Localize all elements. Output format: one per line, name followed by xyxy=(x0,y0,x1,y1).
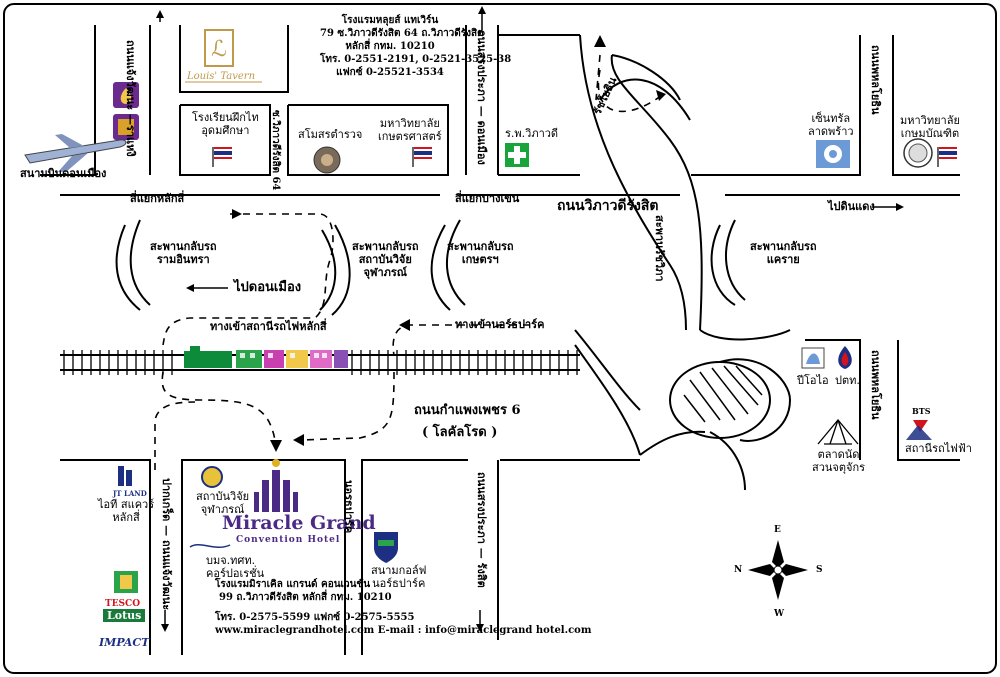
chulabhorn-bridge-label: สะพานกลับรถ สถาบันวิจัย จุฬาภรณ์ xyxy=(352,240,419,279)
chaeng-watthana-top-label: ถนนแจ้งวัฒนะ —ราแหงิ xyxy=(124,40,137,157)
compass-south-label: S xyxy=(816,565,823,575)
hotel-header-phone: โทร. 0-2551-2191, 0-2521-3525-38 xyxy=(320,54,512,65)
police-club-label: สโมสรตำรวจ xyxy=(298,128,363,141)
louis-tavern-address: โรงแรมหลุยส์ แทเวิร์น 79 ซ.วิภาวดีรังสิต… xyxy=(320,14,512,79)
highway-lines xyxy=(574,34,791,491)
jt-land-logo-text: JT LAND xyxy=(113,489,147,498)
chatuchak-label: ตลาดนัด สวนจตุจักร xyxy=(812,448,866,474)
khlong-krai-bridge-label: สะพานกลับรถ แคราย xyxy=(750,240,817,266)
hospital-cross-icon xyxy=(505,143,529,167)
thai-flag-icon xyxy=(937,147,957,167)
phahonyothin-top-label: ถนนพหลโยธิน xyxy=(869,45,882,115)
uturn-bridges xyxy=(115,219,746,316)
laksi-intersection-label: สี่แยกหลักสี่ xyxy=(130,192,185,205)
airplane-icon xyxy=(24,134,127,172)
lotus-logo-text: Lotus xyxy=(103,609,146,622)
miracle-tower-logo-icon xyxy=(254,459,298,512)
police-club-logo-icon xyxy=(313,146,341,174)
don-mueang-airport-label: สนามบินดอนเมือง xyxy=(20,167,107,180)
hospital-label: ร.พ.วิภาวดี xyxy=(505,127,559,140)
map-frame xyxy=(3,3,997,674)
interchange-hatch xyxy=(683,365,763,423)
route-arrowheads xyxy=(232,35,666,452)
bts-logo-text: BTS xyxy=(912,406,931,416)
thai-flag-icon xyxy=(212,147,232,167)
louis-tavern-logo-icon: ℒ xyxy=(185,29,262,83)
thai-flag-icon xyxy=(412,147,432,167)
interchange-loop xyxy=(669,358,792,442)
miracle-address: 99 ถ.วิภาวดีรังสิต หลักสี่ กทม. 10210 xyxy=(219,592,392,603)
bts-logo-icon xyxy=(906,420,932,440)
compass-west-label: W xyxy=(774,609,785,619)
rachawibha-bridge-label: สะพานรัชวิภา xyxy=(653,215,666,282)
to-norapark-label: ทางเข้านอร์ธปาร์ค xyxy=(455,318,545,331)
top-road-blocks xyxy=(40,25,960,196)
ptt-logo-icon xyxy=(838,346,852,369)
to-laksi-station-label: ทางเข้าสถานีรถไฟหลักสี่ xyxy=(210,320,327,333)
bts-station-label: สถานีรถไฟฟ้า xyxy=(905,442,972,455)
bangkhen-intersection-label: สี่แยกบางเขน xyxy=(455,192,520,205)
hotel-header-fax: แฟกซ์ 0-25521-3534 xyxy=(336,67,444,78)
phahonyothin-low-label: ถนนพหลโยธิน xyxy=(869,350,882,420)
impact-logo-text: IMPACT xyxy=(99,636,150,649)
hotel-header-name: โรงแรมหลุยส์ แทเวิร์น xyxy=(341,15,439,26)
bangkok-airways-logo-icon xyxy=(113,114,139,140)
local-road-label: ( โลคัลโรด ) xyxy=(422,425,498,440)
kaset-bridge-label: สะพานกลับรถ เกษตรฯ xyxy=(447,240,514,266)
train-icon xyxy=(184,346,348,368)
songprapa-low-label: ถนนสรงประภา — รังสิต xyxy=(475,472,488,588)
kamphaeng-phet-road-label: ถนนกำแพงเพชร 6 xyxy=(414,403,521,418)
vibhavadi-road-label: ถนนวิภาวดีรังสิต xyxy=(557,198,659,214)
songprapa-top-label: ถนนสรงประภา — ดอนเมือง xyxy=(475,30,488,165)
thai-flag-icon xyxy=(212,147,957,167)
compass-east-label: E xyxy=(774,525,781,535)
vibhavadi-soi64-label: ซ.วิภาวดีรังสิต 64 xyxy=(270,110,281,191)
miracle-name-th: โรงแรมมิราเคิล แกรนด์ คอนเวนชั่น xyxy=(215,579,371,590)
chulabhorn-institute-label: สถาบันวิจัย จุฬาภรณ์ xyxy=(196,490,250,516)
louis-tavern-logo-text: Louis' Tavern xyxy=(187,71,256,82)
tot-corp-logo-icon xyxy=(189,543,231,549)
norapark-road-label: นอรธปาร์ค xyxy=(342,480,355,534)
tot-corp-label: บมจ.ทศท. คอร์ปอเรชั่น xyxy=(206,554,265,580)
it-square-label: ไอที สแควร์ หลักสี่ xyxy=(98,498,155,524)
school-label: โรงเรียนฝึกไท อุดมศึกษา xyxy=(192,111,259,137)
chaeng-watthana-low-label: ปากเกร็ด — ถนนแจ้งวัฒนะ xyxy=(160,478,173,611)
bottom-road-blocks xyxy=(60,339,960,655)
kaset-university-label: มหาวิทยาลัย เกษตรศาสตร์ xyxy=(378,117,442,143)
svg-text:ℒ: ℒ xyxy=(211,37,227,62)
central-label: เซ็นทรัล ลาดพร้าว xyxy=(808,112,854,138)
hotel-header-address2: หลักสี่ กทม. 10210 xyxy=(345,41,435,52)
kasem-university-seal-icon xyxy=(903,138,933,168)
jt-land-logo-icon xyxy=(118,466,132,486)
market-tent-icon xyxy=(817,418,859,445)
tesco-logo-text: TESCO xyxy=(105,599,141,609)
compass-icon xyxy=(748,540,808,600)
miracle-address-block: โรงแรมมิราเคิล แกรนด์ คอนเวนชั่น 99 ถ.วิ… xyxy=(215,578,591,637)
kasem-university-label: มหาวิทยาลัย เกษมบัณฑิต xyxy=(900,114,960,140)
miracle-grand-subtitle: Convention Hotel xyxy=(236,535,341,545)
compass-north-label: N xyxy=(734,565,743,575)
central-logo-icon xyxy=(816,140,850,168)
miracle-grand-title: Miracle Grand xyxy=(222,512,376,534)
hotel-header-address1: 79 ซ.วิภาวดีรังสิต 64 ถ.วิภาวดีรังสิต xyxy=(320,28,484,39)
to-din-daeng-label: ไปดินแดง xyxy=(828,200,875,213)
golf-course-logo-icon xyxy=(374,532,398,563)
pt-station-logo-icon xyxy=(801,347,825,369)
chulabhorn-seal-icon xyxy=(201,466,223,488)
north-park-golf-label: สนามกอล์ฟ นอร์ธปาร์ค xyxy=(371,564,427,590)
miracle-web: www.miraclegrandhotel.com E-mail : info@… xyxy=(215,625,592,636)
pt-station-label: ปีโอไอ xyxy=(797,374,829,387)
thai-airways-logo-icon xyxy=(113,82,139,108)
ptt-label: ปตท. xyxy=(835,374,860,387)
it-square-logo-icon xyxy=(114,571,138,593)
ram-inthra-bridge-label: สะพานกลับรถ รามอินทรา xyxy=(150,240,217,266)
miracle-phone: โทร. 0-2575-5599 แฟกซ์ 0-2575-5555 xyxy=(215,612,415,623)
to-don-mueang-label: ไปดอนเมือง xyxy=(234,280,302,295)
